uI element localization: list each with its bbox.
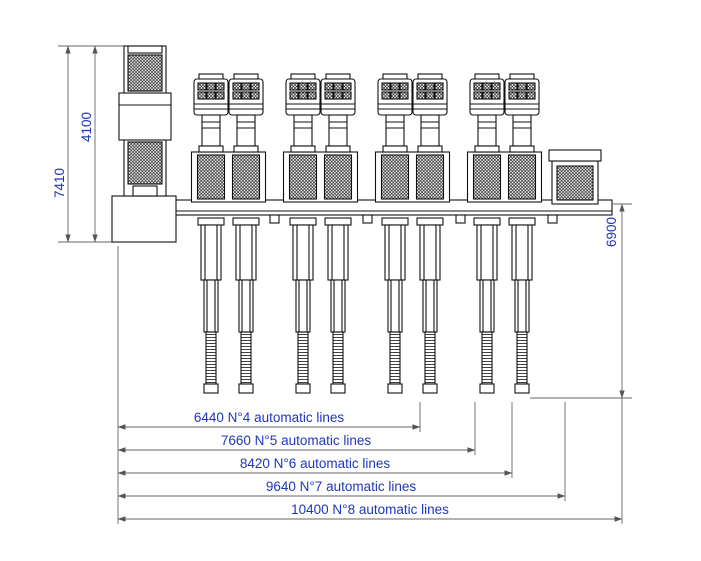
dim-bottom-label-1: 6440 N°4 automatic lines <box>194 410 344 425</box>
dim-bottom-label-5: 10400 N°8 automatic lines <box>291 502 449 517</box>
left-tower <box>111 45 177 243</box>
spindle-head <box>193 73 229 153</box>
spindle-head <box>320 73 356 153</box>
upper-spindle-heads <box>193 73 540 153</box>
machine <box>111 45 613 394</box>
spindle-head <box>504 73 540 153</box>
dim-left-inner-label: 4100 <box>79 112 94 142</box>
dim-left-outer-label: 7410 <box>52 168 67 198</box>
clamp-block-pair <box>466 151 543 203</box>
lower-line <box>197 217 225 394</box>
clamp-block-pair <box>190 151 267 203</box>
lower-line <box>381 217 409 394</box>
spindle-head <box>469 73 505 153</box>
spindle-head <box>412 73 448 153</box>
spindle-head <box>228 73 264 153</box>
lower-line <box>473 217 501 394</box>
lower-line <box>508 217 536 394</box>
lower-line <box>289 217 317 394</box>
clamp-block-pair <box>282 151 359 203</box>
dimension-lines <box>58 45 632 524</box>
dimension-labels: 7410 4100 6900 6440 N°4 automatic lines … <box>52 112 619 517</box>
clamp-block-pair <box>374 151 451 203</box>
dim-bottom-label-2: 7660 N°5 automatic lines <box>221 433 371 448</box>
spindle-head <box>285 73 321 153</box>
clamp-blocks <box>190 151 543 203</box>
lower-tool-lines <box>197 217 536 394</box>
spindle-head <box>377 73 413 153</box>
dim-bottom-label-3: 8420 N°6 automatic lines <box>240 456 390 471</box>
lower-line <box>324 217 352 394</box>
right-end-unit <box>548 149 602 205</box>
lower-line <box>232 217 260 394</box>
lower-line <box>416 217 444 394</box>
dim-bottom-label-4: 9640 N°7 automatic lines <box>266 479 416 494</box>
main-beam <box>112 199 613 224</box>
dim-right-label: 6900 <box>604 217 619 247</box>
